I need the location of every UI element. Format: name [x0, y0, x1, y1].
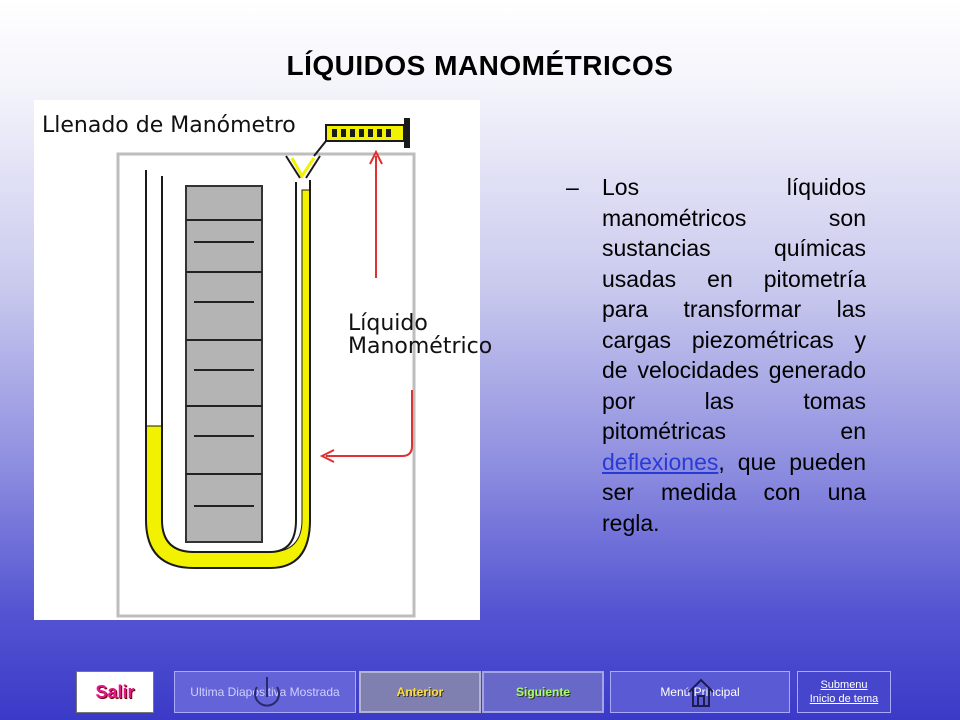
figure-title: Llenado de Manómetro	[42, 113, 296, 138]
liquid-label-line1: Líquido	[348, 311, 428, 336]
tube-inner	[161, 176, 297, 553]
menu-principal-button[interactable]: Menú Principal	[610, 671, 790, 713]
liquid-label: Líquido Manométrico	[348, 312, 492, 358]
tube-outer	[145, 170, 311, 569]
ruler	[185, 185, 263, 543]
manometer-figure: Llenado de Manómetro Líquido Manométrico	[34, 100, 492, 620]
bullet-text-start: Los líquidos manométricos son sustancias…	[602, 174, 866, 444]
submenu-label-line1: Submenu	[820, 679, 868, 691]
manometer-drawing	[116, 118, 416, 618]
ultima-diapositiva-button[interactable]: Ultima Diapositiva Mostrada	[174, 671, 356, 713]
deflexiones-link[interactable]: deflexiones	[602, 448, 719, 475]
slide-title: LÍQUIDOS MANOMÉTRICOS	[286, 50, 674, 81]
bullet-paragraph: – Los líquidos manométricos son sustanci…	[566, 172, 866, 538]
funnel	[285, 155, 321, 179]
menu-principal-label: Menú Principal	[660, 685, 740, 699]
liquid-label-line2: Manométrico	[348, 334, 493, 360]
salir-button[interactable]: Salir	[76, 671, 154, 713]
bullet-text-end: , que pueden ser medida con una regla.	[602, 448, 866, 536]
return-arrow-icon	[254, 677, 280, 707]
bullet-dash: –	[566, 174, 579, 200]
anterior-button[interactable]: Anterior	[359, 671, 481, 713]
ultima-diapositiva-label: Ultima Diapositiva Mostrada	[190, 685, 340, 699]
home-icon	[688, 678, 714, 707]
bullet-text: Los líquidos manométricos son sustancias…	[602, 172, 866, 538]
arrow-left	[326, 390, 413, 457]
submenu-label-line2: Inicio de tema	[809, 693, 879, 705]
submenu-button[interactable]: Submenu Inicio de tema	[797, 671, 891, 713]
siguiente-button[interactable]: Siguiente	[482, 671, 604, 713]
frame-outline	[116, 152, 416, 618]
syringe	[325, 124, 405, 142]
